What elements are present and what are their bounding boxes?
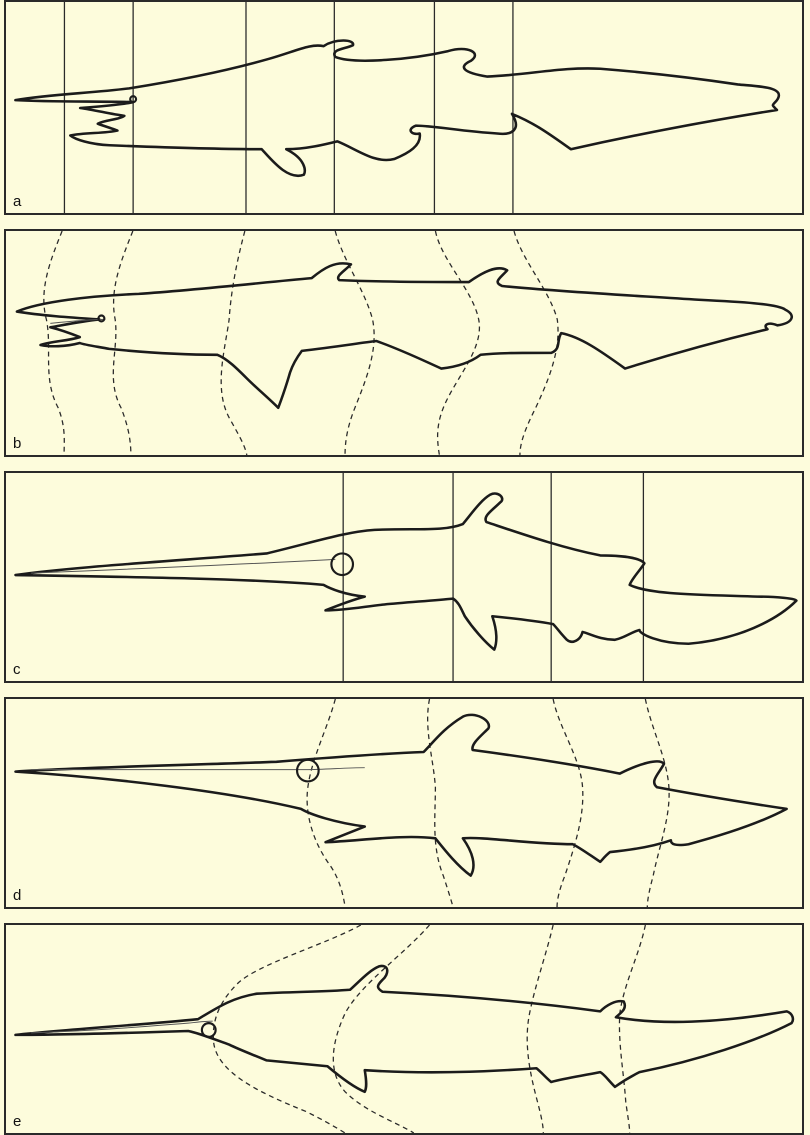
panel-b-fish-outline [17, 263, 792, 407]
panel-d-fish-outline [15, 715, 786, 876]
panel-e-fish-outline [15, 966, 792, 1092]
panel-c-fish-outline [15, 494, 796, 650]
panel-b-wave-lines [44, 231, 558, 455]
panel-c-label: c [13, 662, 21, 677]
panel-c-rostrum-line [31, 559, 335, 573]
panel-e-drawing [6, 925, 802, 1133]
panel-d-label: d [13, 888, 21, 903]
panel-c: c [4, 471, 804, 683]
panel-e-label: e [13, 1114, 21, 1129]
panel-a-fish-outline [15, 41, 779, 176]
panel-a-label: a [13, 194, 21, 209]
panel-e-wave-lines [213, 925, 645, 1133]
panel-b: b [4, 229, 804, 457]
panel-b-drawing [6, 231, 802, 455]
panel-e: e [4, 923, 804, 1135]
panel-a: a [4, 0, 804, 215]
panel-a-grid-lines [64, 2, 512, 213]
panel-c-drawing [6, 473, 802, 681]
panel-c-eye [331, 553, 353, 575]
panel-b-label: b [13, 436, 21, 451]
panel-a-drawing [6, 2, 802, 213]
panel-d-eye [297, 760, 319, 782]
panel-b-eye [98, 315, 104, 321]
panel-d: d [4, 697, 804, 909]
panel-d-drawing [6, 699, 802, 907]
